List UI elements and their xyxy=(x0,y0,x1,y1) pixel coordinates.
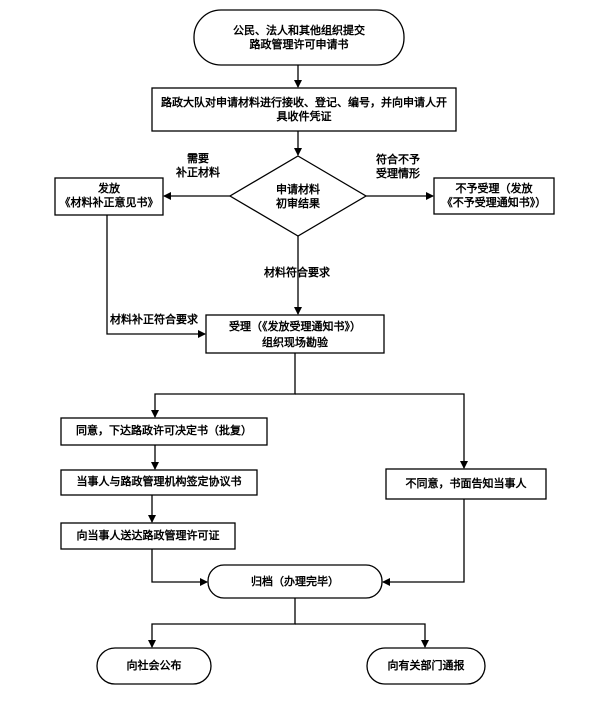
label-not-accept-line1: 符合不予 xyxy=(376,153,420,166)
deliver-text: 向当事人送达路政管理许可证 xyxy=(76,529,220,542)
arrow-disagree-to-archive xyxy=(382,499,465,586)
connector-accept-split xyxy=(151,353,296,418)
label-materials-ok: 材料符合要求 xyxy=(264,266,330,279)
receive-text-line2: 具收件凭证 xyxy=(276,110,332,123)
deliver-node xyxy=(60,522,236,550)
reject-node xyxy=(433,177,555,215)
archive-text: 归档（办理完毕） xyxy=(251,575,339,588)
review-text: 申请材料 初审结果 xyxy=(276,183,320,211)
supplement-text-line2: 《材料补正意见书》 xyxy=(59,196,159,209)
arrow-split-to-report xyxy=(295,623,429,648)
supplement-text-line1: 发放 xyxy=(98,182,120,195)
start-text-line1: 公民、法人和其他组织提交 xyxy=(233,24,365,37)
review-text-line2: 初审结果 xyxy=(276,197,320,210)
label-not-accept-line2: 受理情形 xyxy=(376,167,420,180)
reject-text-line2: 《不予受理通知书》） xyxy=(441,196,547,209)
agreement-text: 当事人与路政管理机构签定协议书 xyxy=(76,475,242,488)
arrow-supplement-to-accept xyxy=(106,215,206,338)
review-text-line1: 申请材料 xyxy=(276,183,320,196)
supplement-text: 发放 《材料补正意见书》 xyxy=(60,182,159,210)
label-not-accept: 符合不予 受理情形 xyxy=(376,153,420,181)
receive-node xyxy=(151,87,457,132)
arrow-split-to-disagree xyxy=(295,393,468,469)
report-node xyxy=(366,647,486,685)
accept-text-line2: 组织现场勘验 xyxy=(262,336,328,349)
label-need-supplement: 需要 补正材料 xyxy=(176,152,220,180)
arrow-deliver-to-archive xyxy=(151,549,208,586)
start-text: 公民、法人和其他组织提交 路政管理许可申请书 xyxy=(233,24,365,52)
approve-text: 同意，下达路政许可决定书（批复） xyxy=(76,424,252,437)
receive-text: 路政大队对申请材料进行接收、登记、编号，并向申请人开 具收件凭证 xyxy=(161,96,447,124)
accept-text: 受理（《发放受理通知书》） 组织现场勘验 xyxy=(229,320,361,350)
disagree-node xyxy=(385,468,547,500)
reject-text: 不予受理（发放 《不予受理通知书》） xyxy=(442,182,547,210)
approve-node xyxy=(60,417,268,446)
label-supplement-ok: 材料补正符合要求 xyxy=(110,313,198,326)
reject-text-line1: 不予受理（发放 xyxy=(455,182,533,195)
disagree-text: 不同意，书面告知当事人 xyxy=(405,477,527,490)
publish-text: 向社会公布 xyxy=(126,659,182,672)
receive-text-line1: 路政大队对申请材料进行接收、登记、编号，并向申请人开 xyxy=(161,96,447,109)
accept-text-line1: 受理（《发放受理通知书》） xyxy=(229,320,361,333)
report-text: 向有关部门通报 xyxy=(387,659,465,672)
label-need-supplement-line2: 补正材料 xyxy=(176,166,220,179)
start-node xyxy=(193,9,405,66)
label-need-supplement-line1: 需要 xyxy=(187,152,209,165)
start-text-line2: 路政管理许可申请书 xyxy=(249,38,349,51)
agreement-node xyxy=(60,469,258,496)
connector-archive-split xyxy=(148,598,296,648)
publish-node xyxy=(96,647,212,685)
